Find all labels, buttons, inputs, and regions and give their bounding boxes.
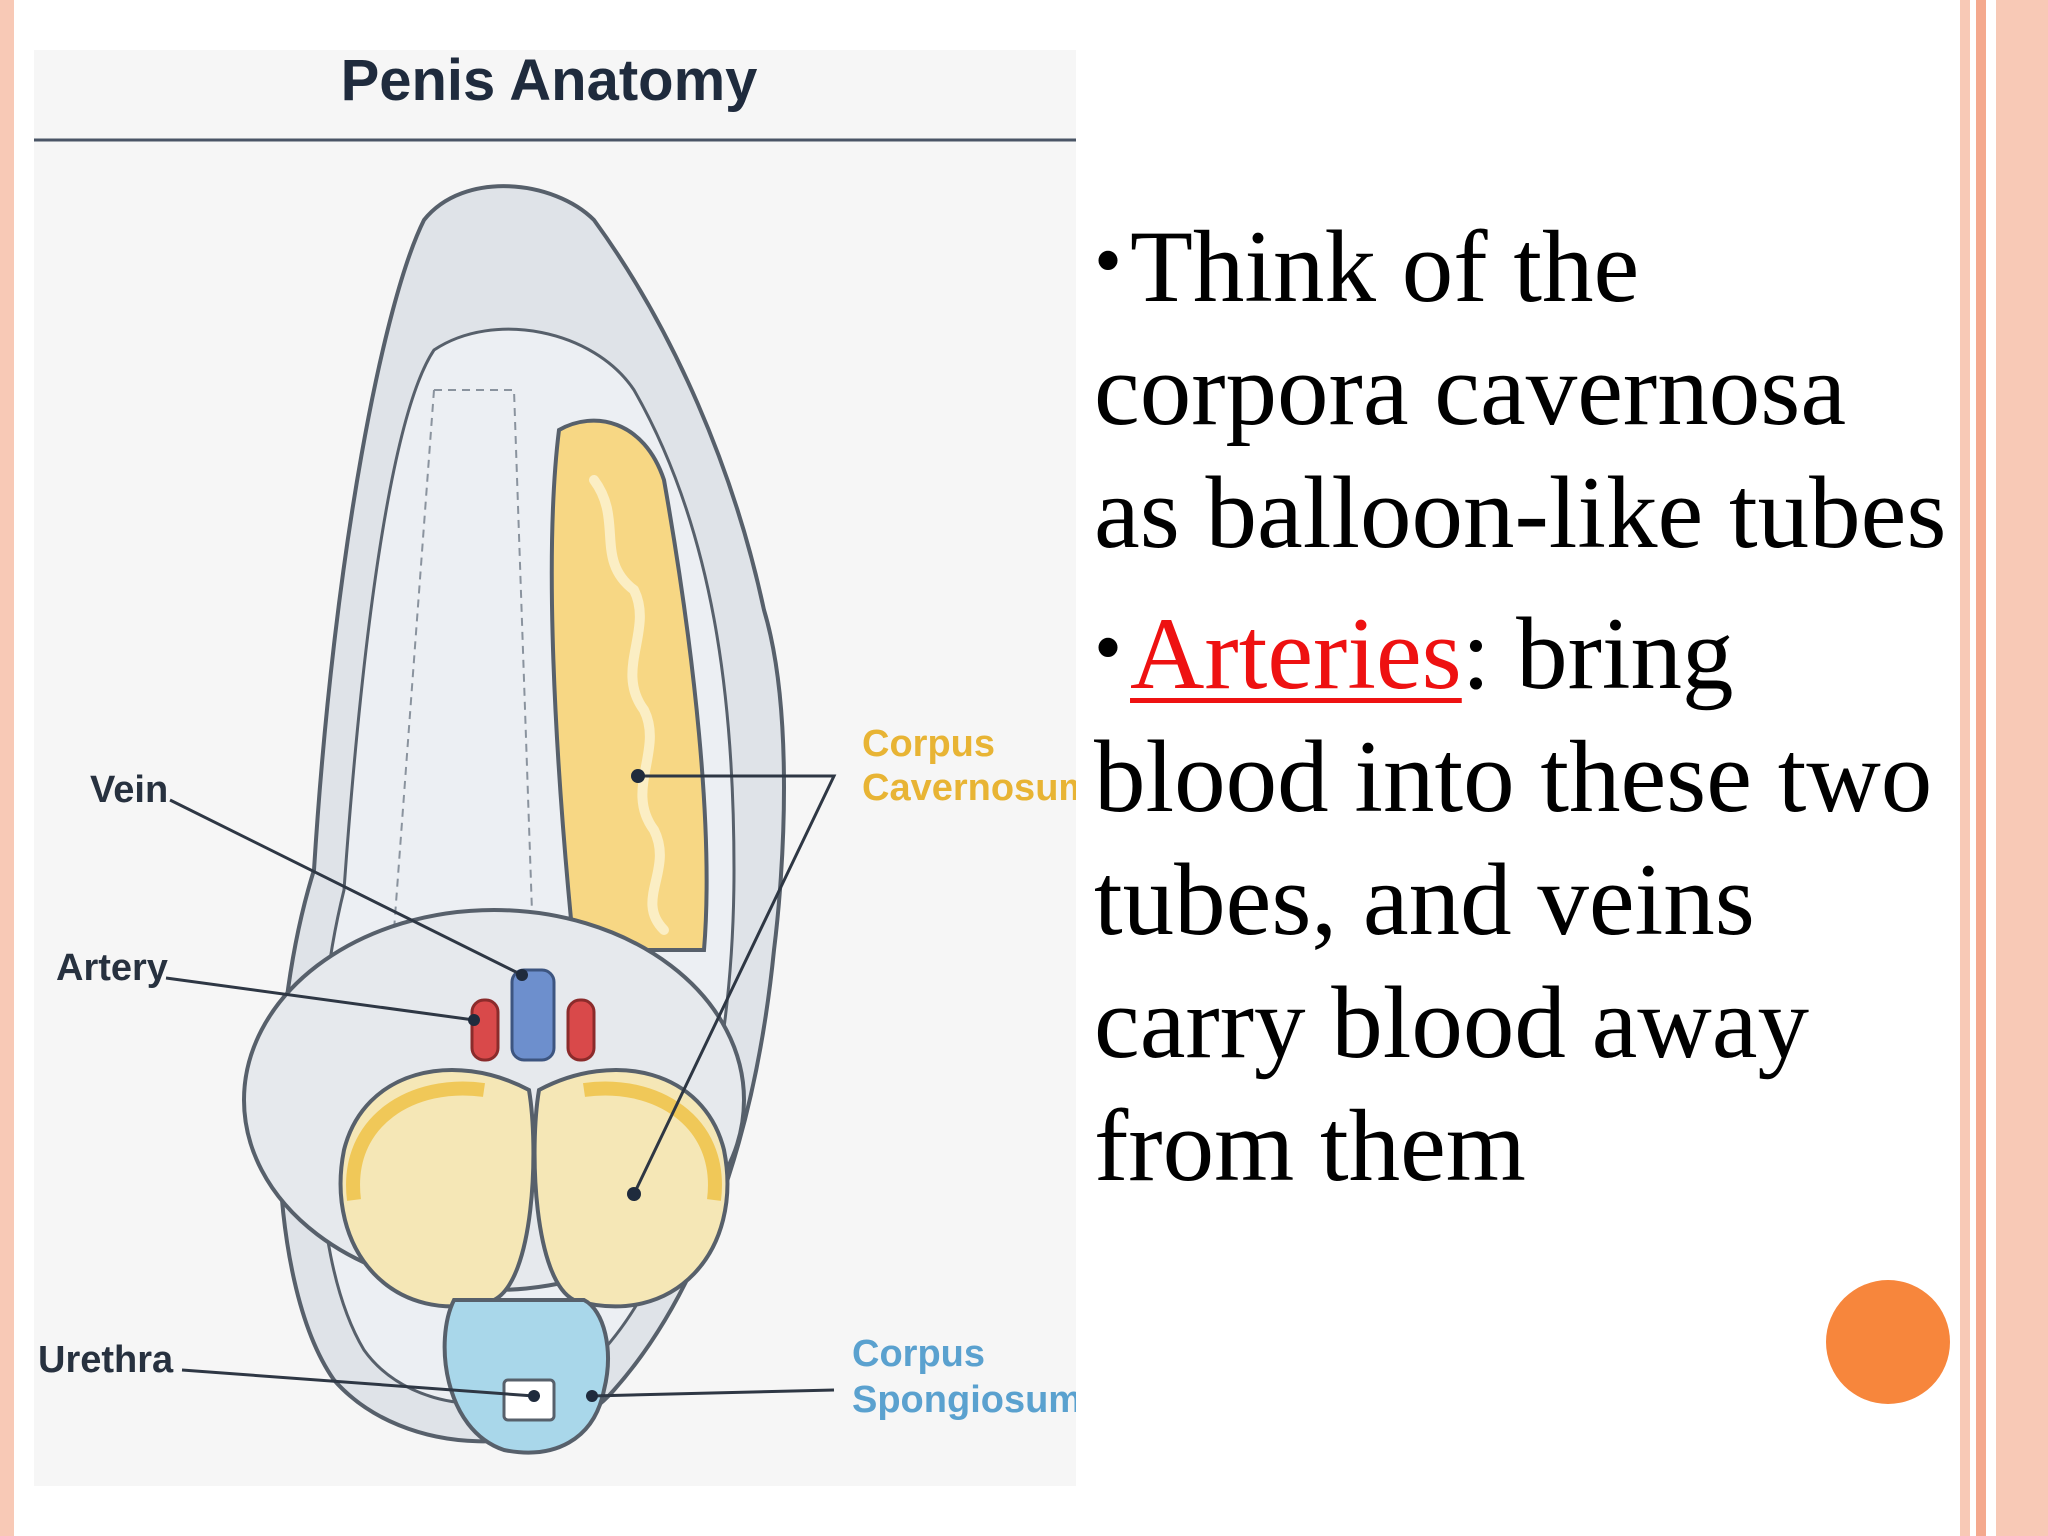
bullet-dot-icon: • [1094, 217, 1123, 305]
vein-leader [169, 798, 523, 977]
septum-dashed [434, 389, 535, 971]
decorative-orange-circle [1826, 1280, 1950, 1404]
artery-vessel-right [566, 998, 596, 1062]
vein-vessel [510, 968, 556, 1062]
anatomy-illustration: Penis Anatomy [34, 50, 1076, 1455]
septum-dashed-left [393, 389, 435, 931]
cavernosum-leader [632, 774, 837, 1195]
urethra-dot [528, 1390, 540, 1402]
cavernosum-texture [589, 475, 669, 935]
label-corpus-cavernosum-1: Corpus [862, 723, 995, 765]
label-corpus-cavernosum-2: Cavernosum [862, 767, 1076, 809]
bullet-2-text: : bring blood into these two tubes, and … [1094, 597, 1933, 1203]
artery-leader [165, 976, 475, 1022]
anatomy-diagram: Penis Anatomy [34, 50, 1076, 1486]
slide-border-right-outer [1996, 0, 2048, 1536]
diagram-title: Penis Anatomy [341, 50, 758, 113]
bullet-dot-icon: • [1094, 604, 1123, 692]
label-urethra: Urethra [38, 1339, 174, 1381]
slide-border-right-middle [1976, 0, 1986, 1536]
label-corpus-spongiosum-1: Corpus [852, 1333, 985, 1375]
lobe-rim-right [583, 1081, 722, 1201]
slide-border-left [0, 0, 14, 1536]
urethra-leader [181, 1368, 535, 1398]
bullet-item-2: •Arteries: bring blood into these two tu… [1094, 587, 1954, 1208]
lobe-rim-left [346, 1081, 485, 1201]
corpus-spongiosum [442, 1298, 610, 1455]
bullet-item-1: •Think of the corpora cavernosa as ballo… [1094, 200, 1954, 575]
cavernosum-lobe-left [338, 1068, 536, 1309]
bullet-2-highlight: Arteries [1130, 597, 1462, 711]
urethra-vessel [502, 1378, 556, 1422]
label-corpus-spongiosum-2: Spongiosum [852, 1379, 1076, 1421]
cavernosum-dot-upper [631, 769, 645, 783]
cavernosum-dot-lower [627, 1187, 641, 1201]
vein-dot [516, 969, 528, 981]
bullet-list: •Think of the corpora cavernosa as ballo… [1094, 200, 1954, 1208]
artery-vessel-left [470, 998, 500, 1062]
artery-dot [468, 1014, 480, 1026]
spongiosum-dot [586, 1390, 598, 1402]
slide-border-right-inner [1960, 0, 1970, 1536]
label-artery: Artery [56, 947, 168, 989]
spongiosum-leader [591, 1388, 835, 1398]
bullet-1-text: Think of the corpora cavernosa as balloo… [1094, 210, 1947, 570]
label-vein: Vein [90, 769, 168, 811]
